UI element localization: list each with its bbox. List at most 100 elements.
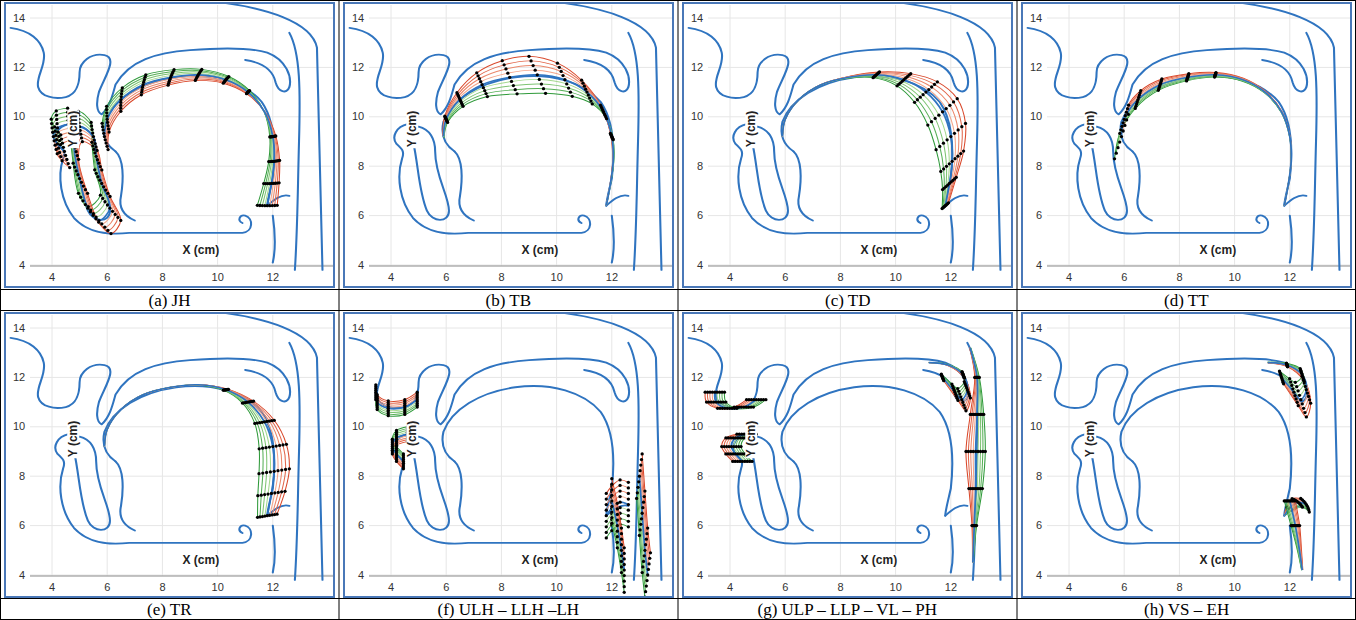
sample-dot — [106, 121, 109, 124]
sample-dot — [376, 393, 379, 396]
sample-dot — [959, 395, 962, 398]
grid-line — [30, 525, 333, 526]
sample-dot — [1305, 415, 1308, 418]
sample-dot — [476, 74, 479, 77]
sample-dot — [716, 407, 719, 410]
sample-dot — [194, 79, 197, 82]
sample-dot — [252, 400, 255, 403]
tick-label: 4 — [19, 570, 25, 581]
panel-caption: (e) TR — [147, 601, 192, 618]
sample-dot — [720, 445, 723, 448]
tick-label: 6 — [104, 272, 110, 283]
sample-dot — [106, 118, 109, 121]
sample-dots — [635, 452, 652, 596]
tick-label: 6 — [358, 210, 364, 221]
sample-dot — [643, 596, 646, 597]
figure-panel — [1022, 3, 1351, 287]
plot-area — [350, 314, 662, 596]
articulator-contour — [1118, 76, 1291, 206]
tick-label: 12 — [1284, 582, 1296, 593]
sample-dot — [276, 204, 279, 207]
grid-line — [1234, 315, 1235, 576]
articulator-contour — [443, 61, 613, 206]
sample-dot — [277, 181, 280, 184]
grid-line — [369, 377, 672, 378]
tick-label: 10 — [212, 272, 224, 283]
sample-dot — [635, 497, 638, 500]
articulator-contour — [606, 502, 628, 516]
plot-area — [11, 314, 323, 580]
sample-dot — [1291, 387, 1294, 390]
tick-label: 12 — [691, 372, 703, 383]
sample-dot — [1286, 364, 1289, 367]
articulator-contour — [104, 385, 289, 515]
sample-dot — [623, 557, 626, 560]
contour-family — [1115, 72, 1292, 206]
sample-dot — [395, 460, 398, 463]
x-axis-line — [1047, 576, 1350, 577]
sample-dot — [616, 541, 619, 544]
sample-dot — [556, 62, 559, 65]
grid-line — [708, 67, 1011, 68]
tick-label: 10 — [890, 582, 902, 593]
sample-dot — [56, 131, 59, 134]
sample-dot — [951, 160, 954, 163]
articulator-contour — [104, 75, 274, 206]
grid-line — [1047, 67, 1350, 68]
tick-label: 6 — [19, 210, 25, 221]
sample-dot — [274, 134, 277, 137]
sample-dot — [92, 135, 95, 138]
grid-line — [446, 315, 447, 576]
sample-dot — [938, 145, 941, 148]
sample-dot — [946, 202, 949, 205]
plot-coordinates — [689, 4, 1001, 270]
tick-label: 6 — [104, 582, 110, 593]
sample-dot — [927, 88, 930, 91]
x-axis-line — [369, 576, 672, 577]
sample-dot — [620, 532, 623, 535]
sample-dot — [955, 176, 958, 179]
sample-dot — [79, 133, 82, 136]
sample-dot — [1124, 114, 1127, 117]
articulator-contour — [708, 392, 749, 409]
sample-dot — [623, 546, 626, 549]
grid-line — [895, 5, 896, 266]
sample-dot — [391, 452, 394, 455]
panel-frame — [5, 3, 334, 287]
table-line — [0, 310, 1356, 311]
articulator-contour — [929, 363, 968, 400]
sample-dots — [871, 70, 967, 210]
sample-dot — [276, 469, 279, 472]
grid-line — [1124, 5, 1125, 266]
x-axis-line — [30, 266, 333, 267]
sample-dot — [278, 444, 281, 447]
sample-dot — [641, 452, 644, 455]
grid-line — [369, 67, 672, 68]
sample-dot — [80, 181, 83, 184]
sample-dot — [101, 128, 104, 131]
sample-dots — [443, 55, 615, 142]
sample-dot — [620, 571, 623, 574]
sample-dot — [1303, 380, 1306, 383]
sample-dot — [119, 107, 122, 110]
articulator-contour — [1284, 501, 1301, 570]
tick-label: 12 — [945, 272, 957, 283]
sample-dot — [102, 132, 105, 135]
grid-line — [1234, 5, 1235, 266]
sample-dot — [98, 179, 101, 182]
sample-dot — [514, 88, 517, 91]
articulator-contour — [443, 75, 613, 206]
sample-dot — [93, 142, 96, 145]
sample-dot — [258, 447, 261, 450]
sample-dot — [226, 388, 229, 391]
sample-dot — [963, 406, 966, 409]
sample-dot — [937, 114, 940, 117]
sample-dot — [956, 97, 959, 100]
sample-dot — [1298, 394, 1301, 397]
articulator-contour — [443, 65, 613, 205]
tick-label: 12 — [691, 62, 703, 73]
articulator-contour — [712, 392, 753, 409]
articulator-contour — [104, 385, 270, 516]
plot-coordinates — [350, 4, 662, 270]
articulator-contour — [722, 434, 737, 461]
